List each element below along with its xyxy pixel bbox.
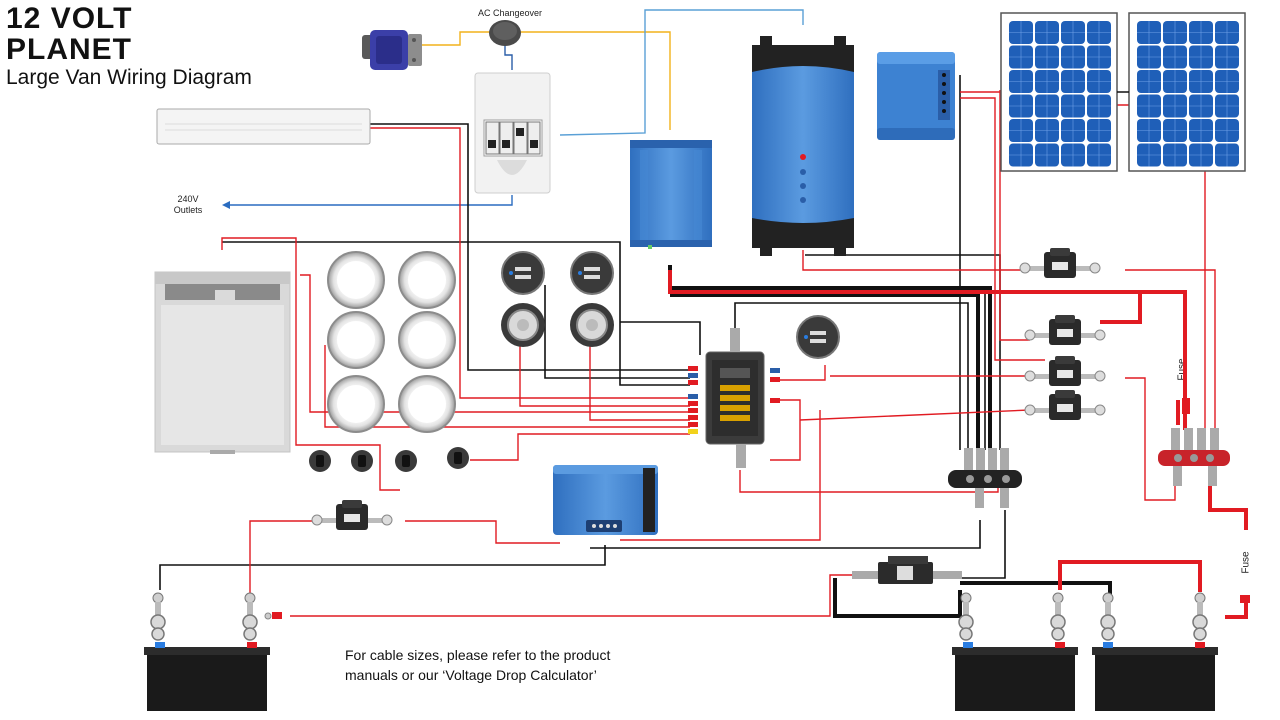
fuse-label-lower: Fuse (1240, 551, 1252, 574)
cable-size-note: For cable sizes, please refer to the pro… (345, 647, 611, 683)
brand-logo-line1: 12 VOLT (6, 2, 133, 35)
rocker-switch-icon (447, 447, 469, 469)
inline-fuse-icon (1182, 398, 1190, 414)
dc-dc-charger-icon (553, 465, 658, 535)
battery-terminal-icon (958, 592, 974, 641)
led-light-icon (327, 375, 385, 433)
dc-positive-heavy (668, 270, 1248, 619)
positive-busbar-icon (1158, 428, 1230, 486)
solar-panel-icon (1000, 12, 1118, 172)
diagram-title: Large Van Wiring Diagram (6, 66, 252, 89)
ac-battery-charger-icon (630, 140, 712, 249)
dc-negative-wiring (159, 75, 1006, 590)
fuse-box-icon (688, 328, 780, 468)
battery-icon (1092, 642, 1218, 711)
changeover-switch-icon (489, 20, 521, 46)
shore-power-inlet-icon (362, 30, 422, 70)
12v-socket-icon (501, 303, 545, 347)
rocker-switch-icon (351, 450, 373, 472)
led-strip-light-icon (156, 108, 371, 145)
brand-logo-line2: PLANET (6, 33, 132, 66)
led-light-icon (398, 375, 456, 433)
fuse-holder-icon (1024, 315, 1106, 345)
led-light-icon (327, 311, 385, 369)
inverter-charger-icon (752, 36, 854, 256)
shunt-icon (852, 556, 962, 584)
fuse-holder-icon (1024, 390, 1106, 420)
battery-terminal-icon (1100, 592, 1116, 641)
ac-wiring (222, 9, 804, 209)
fuse-label-upper: Fuse (1176, 358, 1188, 381)
usb-socket-icon (501, 251, 545, 295)
ac-changeover-label: AC Changeover (477, 8, 543, 18)
battery-terminal-icon (1050, 592, 1066, 641)
rocker-switch-icon (309, 450, 331, 472)
fuse-holder-icon (311, 500, 393, 530)
battery-terminal-icon (1192, 592, 1208, 641)
fuse-holder-icon (1024, 356, 1106, 386)
fridge-icon (154, 271, 291, 454)
usb-socket-icon (570, 251, 614, 295)
mppt-controller-icon (877, 52, 955, 140)
outlets-label: 240V Outlets (173, 194, 203, 215)
dc-negative-heavy (668, 265, 1112, 618)
led-light-icon (398, 311, 456, 369)
inline-fuse-icon (1240, 595, 1250, 603)
battery-icon (952, 642, 1078, 711)
dc-positive-wiring (221, 90, 1216, 617)
battery-icon (144, 642, 270, 711)
ring-terminal-icon (264, 612, 282, 620)
negative-busbar-icon (948, 448, 1022, 508)
12v-socket-icon (570, 303, 614, 347)
fuse-holder-icon (1019, 248, 1101, 278)
battery-terminal-icon (242, 592, 258, 641)
usb-socket-icon (796, 315, 840, 359)
solar-panel-icon (1128, 12, 1246, 172)
led-light-icon (398, 251, 456, 309)
rocker-switch-icon (395, 450, 417, 472)
circuit-breaker-box-icon (474, 72, 551, 194)
led-light-icon (327, 251, 385, 309)
battery-terminal-icon (150, 592, 166, 641)
